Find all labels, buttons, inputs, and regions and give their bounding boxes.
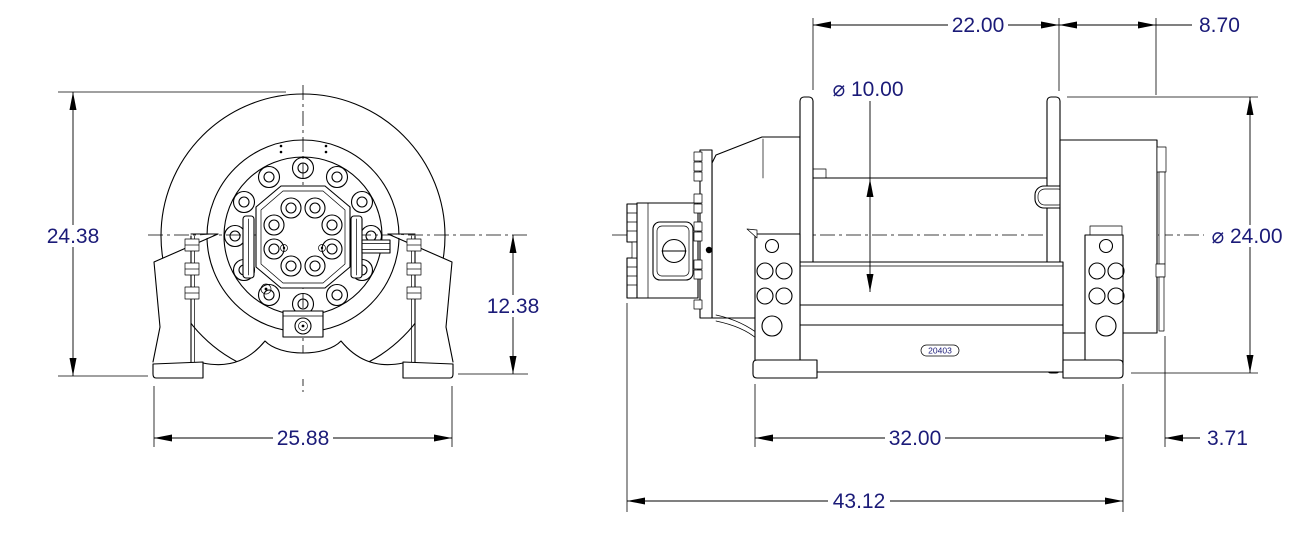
dim-end-offset: 8.70 xyxy=(1059,14,1240,95)
dim-foot-span: 32.00 xyxy=(754,384,1124,512)
dim-text-32-00: 32.00 xyxy=(889,427,942,450)
dim-text-43-12: 43.12 xyxy=(833,490,886,513)
dim-text-dia-24-00: ⌀ 24.00 xyxy=(1211,225,1282,248)
dim-front-centerline-height: 12.38 xyxy=(458,235,541,375)
dim-text-dia-10-00: ⌀ 10.00 xyxy=(832,78,903,101)
front-view: 24.38 12.38 25.88 xyxy=(45,85,541,450)
side-right-bracket xyxy=(1084,225,1125,366)
barrel-step xyxy=(812,168,827,179)
left-support-bracket xyxy=(152,233,219,363)
cheek-plates xyxy=(242,215,363,279)
dim-text-25-88: 25.88 xyxy=(277,427,330,450)
base-saddle-curve xyxy=(202,340,404,366)
dim-text-22-00: 22.00 xyxy=(952,14,1005,37)
motor-adapter xyxy=(255,185,351,289)
side-left-bracket xyxy=(746,228,801,366)
dim-text-8-70: 8.70 xyxy=(1199,14,1240,37)
side-left-foot xyxy=(752,359,818,379)
front-left-foot xyxy=(152,361,204,379)
dim-front-overall-height: 24.38 xyxy=(45,91,286,377)
dim-drum-length: 22.00 xyxy=(812,14,1060,91)
drill-marks xyxy=(279,144,328,154)
front-right-foot xyxy=(402,361,454,379)
bottom-anchor-bracket xyxy=(282,310,324,338)
dim-end-overhang: 3.71 xyxy=(1164,336,1248,450)
frame-apron xyxy=(799,261,1064,373)
tie-bar xyxy=(361,239,391,254)
hydraulic-motor xyxy=(626,202,699,299)
dim-text-12-38: 12.38 xyxy=(487,295,540,318)
dim-overall-length: 43.12 xyxy=(626,303,1123,513)
drain-hose xyxy=(715,314,762,340)
dim-front-base-width: 25.88 xyxy=(153,386,453,450)
side-view: 20403 22.00 8.70 ⌀ 10.00 xyxy=(612,14,1292,513)
part-label-text: 20403 xyxy=(928,346,952,356)
dim-text-24-38: 24.38 xyxy=(47,225,100,248)
part-label-tag: 20403 xyxy=(920,344,960,357)
right-support-bracket xyxy=(387,233,454,363)
dim-text-3-71: 3.71 xyxy=(1207,427,1248,450)
base-saddle-fill xyxy=(203,341,403,379)
dim-barrel-diameter: ⌀ 10.00 xyxy=(832,78,904,292)
side-right-foot xyxy=(1062,359,1124,379)
dim-flange-diameter: ⌀ 24.00 xyxy=(1067,96,1292,374)
